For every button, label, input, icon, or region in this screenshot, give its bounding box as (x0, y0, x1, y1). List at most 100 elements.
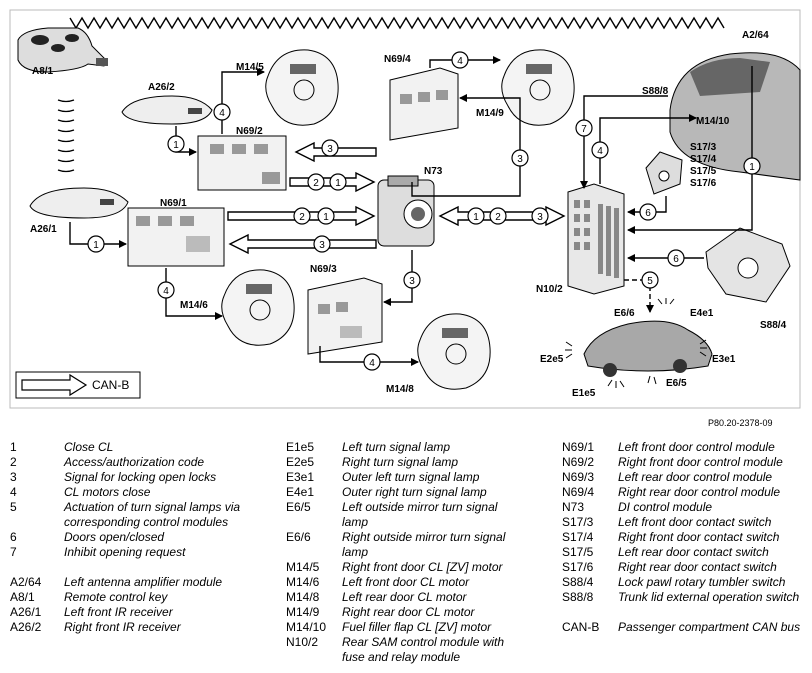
cl-motor-m14-5-icon (265, 49, 339, 126)
svg-text:4: 4 (597, 146, 603, 157)
svg-text:1: 1 (335, 178, 341, 189)
svg-text:1: 1 (473, 212, 479, 223)
svg-text:N69/3: N69/3 (310, 264, 337, 275)
remote-key-icon (17, 27, 108, 73)
svg-text:N10/2: N10/2 (536, 284, 563, 295)
cl-motor-m14-9-icon (501, 49, 575, 126)
svg-text:4: 4 (457, 56, 463, 67)
car-turn-signals-icon (583, 320, 713, 377)
svg-text:M14/10: M14/10 (696, 116, 730, 127)
svg-text:1: 1 (323, 212, 329, 223)
svg-text:2: 2 (313, 178, 319, 189)
svg-text:4: 4 (163, 286, 169, 297)
svg-text:1: 1 (749, 162, 755, 173)
module-n69-1 (127, 207, 225, 267)
svg-text:3: 3 (517, 154, 523, 165)
ir-signal-arcs (57, 99, 75, 173)
cl-motor-m14-8-icon (417, 313, 491, 390)
can-b-key-label: CAN-B (92, 378, 129, 392)
svg-text:E2e5: E2e5 (540, 354, 564, 365)
svg-text:A8/1: A8/1 (32, 66, 54, 77)
diagram-frame (9, 9, 801, 409)
radio-signal-zigzag (69, 16, 725, 30)
svg-text:7: 7 (581, 124, 587, 135)
module-n69-2 (197, 135, 287, 191)
svg-text:M14/8: M14/8 (386, 384, 414, 395)
ir-receiver-a26-1-icon (29, 187, 129, 219)
svg-text:N69/2: N69/2 (236, 126, 263, 137)
ir-receiver-a26-2-icon (121, 95, 213, 125)
svg-text:E3e1: E3e1 (712, 354, 736, 365)
svg-text:2: 2 (299, 212, 305, 223)
svg-text:4: 4 (219, 108, 225, 119)
svg-text:1: 1 (93, 240, 99, 251)
svg-text:A26/2: A26/2 (148, 82, 175, 93)
module-n69-3 (307, 277, 383, 355)
svg-text:3: 3 (319, 240, 325, 251)
svg-text:6: 6 (673, 254, 679, 265)
module-n69-4 (389, 67, 459, 141)
svg-text:S17/5: S17/5 (690, 166, 717, 177)
svg-text:N69/4: N69/4 (384, 54, 411, 65)
svg-text:N69/1: N69/1 (160, 198, 187, 209)
svg-text:3: 3 (537, 212, 543, 223)
svg-text:3: 3 (409, 276, 415, 287)
svg-text:1: 1 (173, 140, 179, 151)
svg-text:S88/8: S88/8 (642, 86, 669, 97)
svg-text:M14/9: M14/9 (476, 108, 504, 119)
svg-text:4: 4 (369, 358, 375, 369)
svg-text:S17/4: S17/4 (690, 154, 717, 165)
svg-text:6: 6 (645, 208, 651, 219)
door-contact-switch-icon (645, 151, 683, 195)
cl-system-diagram: 1 4 1 4 3 2 1 2 1 3 4 3 1 2 3 3 4 7 4 1 … (9, 9, 801, 409)
lock-pawl-switch-icon (705, 227, 791, 303)
component-labels: A8/1 A26/2 A26/1 M14/5 N69/2 N69/4 M14/9… (30, 30, 787, 399)
svg-text:S17/6: S17/6 (690, 178, 717, 189)
signal-number-circles (87, 51, 761, 371)
cl-motor-m14-6-icon (221, 269, 295, 346)
svg-text:S88/4: S88/4 (760, 320, 787, 331)
turn-signal-rays (565, 298, 707, 388)
svg-text:E1e5: E1e5 (572, 388, 596, 399)
signal-number-labels: 1 4 1 4 3 2 1 2 1 3 4 3 1 2 3 3 4 7 4 1 … (93, 56, 755, 369)
car-rear-view-icon (669, 52, 801, 181)
svg-text:M14/6: M14/6 (180, 300, 208, 311)
svg-text:E4e1: E4e1 (690, 308, 714, 319)
svg-text:2: 2 (495, 212, 501, 223)
svg-text:3: 3 (327, 144, 333, 155)
di-module-n73 (377, 175, 435, 247)
can-b-key (15, 371, 141, 399)
